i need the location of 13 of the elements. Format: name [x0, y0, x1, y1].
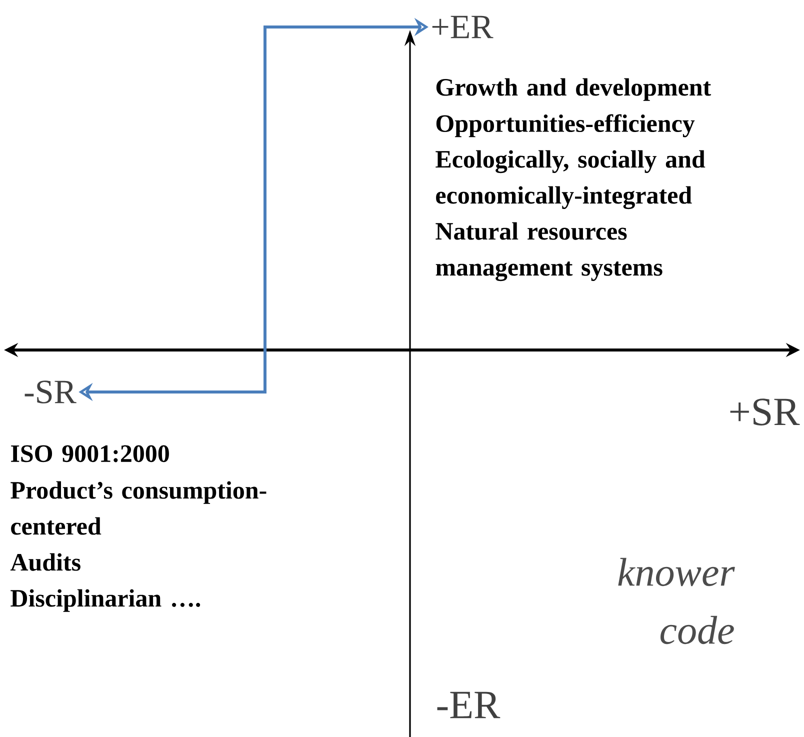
text-line: Disciplinarian …. [10, 589, 200, 612]
text-line: Growth and development [436, 78, 712, 101]
text-line: ISO 9001:2000 [11, 445, 169, 462]
text-line: Audits [10, 553, 80, 571]
axis-label: +ER [432, 16, 494, 38]
text-line: Ecologically, socially and economically-integrated [436, 150, 706, 210]
text-line: Product’s consumption-centered [10, 481, 266, 535]
quadrant-label: knower code [618, 558, 735, 644]
axis-label: +SR [730, 398, 800, 426]
axis-label: -ER [437, 692, 500, 718]
axis-label: -SR [24, 380, 76, 404]
text-line: Opportunities-efficiency [436, 114, 695, 138]
text-line: Natural resources management systems [436, 222, 662, 282]
